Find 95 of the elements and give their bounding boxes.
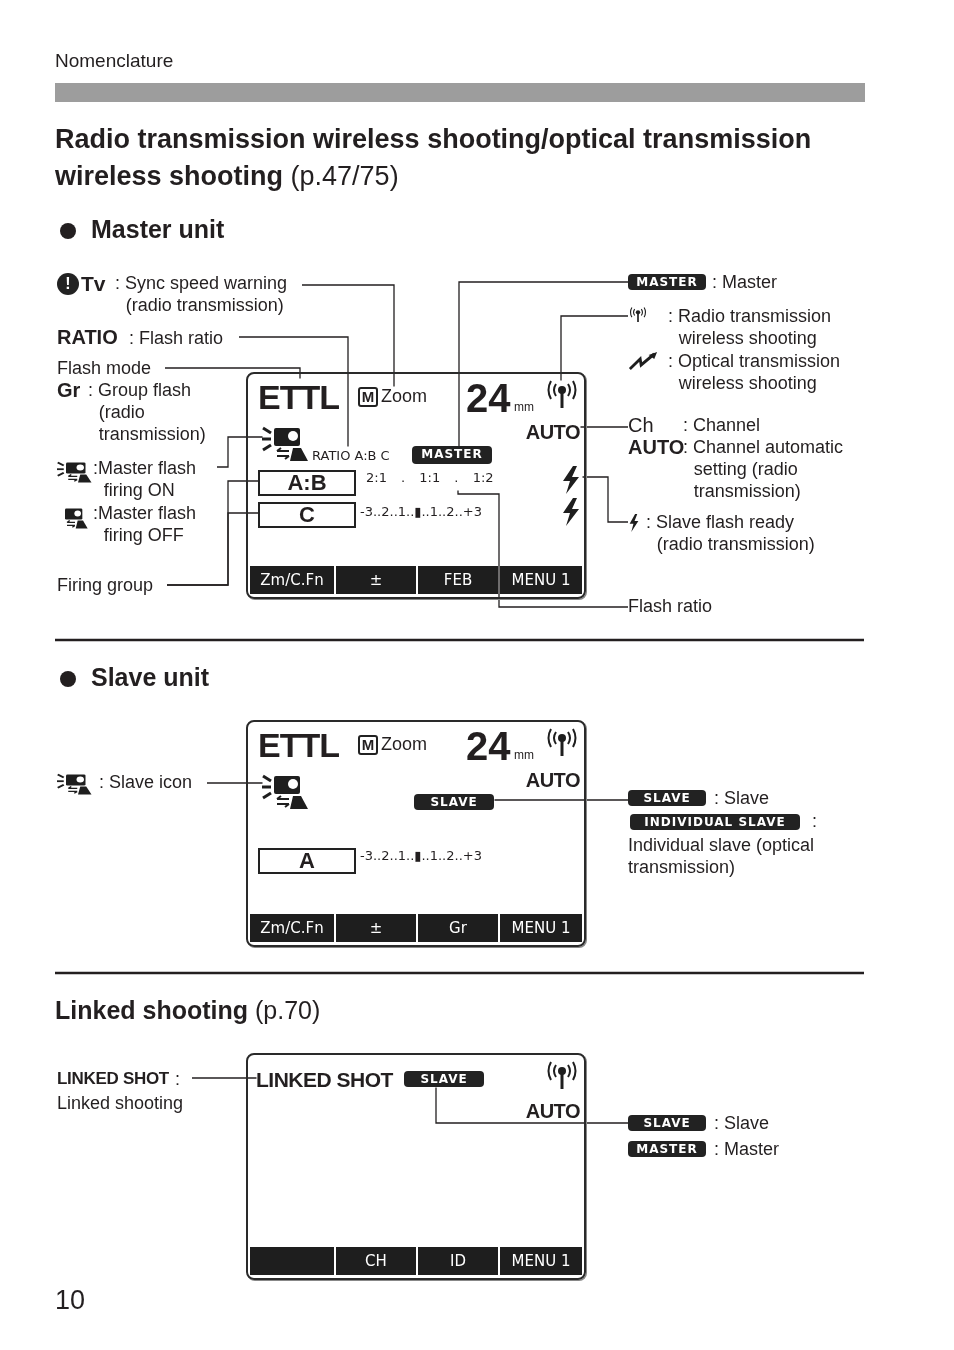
- soft-key: ID: [418, 1247, 498, 1275]
- symbol-text: AUTO: [628, 436, 682, 458]
- leader-line: [238, 336, 349, 448]
- leader-line: [216, 436, 264, 468]
- callout-text: Individual slave (optical transmission): [628, 834, 816, 878]
- firing-group-field: A: [258, 848, 356, 874]
- lcd-text: mm: [514, 400, 535, 414]
- mode-badge: INDIVIDUAL SLAVE: [630, 814, 800, 830]
- lcd-text: -3..2..1..▮..1..2..+3: [360, 846, 556, 868]
- leader-line: [435, 1086, 629, 1124]
- callout-text: : Flash ratio: [129, 327, 225, 349]
- callout-text: : Group flash (radio transmission): [88, 379, 207, 445]
- lcd-screen: [246, 1053, 586, 1280]
- soft-key: MENU 1: [500, 1247, 582, 1275]
- callout-text: : Master: [714, 1138, 780, 1160]
- leader-line: [493, 799, 629, 801]
- callout-text: : Channel automatic setting (radio transmission): [683, 436, 845, 502]
- soft-key: [250, 1247, 334, 1275]
- page-title: Radio transmission wireless shooting/optical transmission wireless shooting (p.47/75): [55, 123, 813, 193]
- soft-key: Gr: [418, 914, 498, 942]
- soft-key: ±: [336, 566, 416, 594]
- callout-text: : Slave flash ready (radio transmission): [646, 511, 816, 555]
- callout-text: : Channel: [683, 414, 762, 436]
- callout-text: : Slave icon: [99, 771, 194, 793]
- lightning-icon: [560, 466, 582, 494]
- lcd-text: 24: [466, 726, 512, 766]
- leader-line: [458, 281, 629, 448]
- leader-line: [191, 1077, 258, 1079]
- lcd-text: -3..2..1..▮..1..2..+3: [360, 502, 556, 524]
- leader-line: [206, 782, 264, 784]
- section-heading: Linked shooting (p.70): [55, 995, 322, 1025]
- zoom-mode-symbol: M: [358, 387, 378, 407]
- mode-badge: SLAVE: [414, 794, 494, 810]
- lcd-text: AUTO: [518, 418, 580, 446]
- callout-text: :Master flash firing OFF: [93, 502, 198, 546]
- mode-badge: SLAVE: [628, 1115, 706, 1131]
- section-heading: Slave unit: [91, 662, 211, 692]
- callout-text: Flash mode: [57, 357, 165, 379]
- mode-badge: MASTER: [628, 1141, 706, 1157]
- callout-text: : Master: [712, 271, 778, 293]
- soft-key: Zm/C.Fn: [250, 914, 334, 942]
- lcd-text: ETTL: [258, 726, 348, 764]
- lcd-screen: [246, 372, 586, 599]
- symbol-text: Gr: [57, 379, 82, 401]
- warning-symbol: !: [57, 273, 79, 295]
- lcd-text: Zoom: [381, 733, 428, 756]
- leader-line: [164, 367, 301, 380]
- firing-group-field: C: [258, 502, 356, 528]
- callout-text: : Slave: [714, 1112, 771, 1134]
- lcd-text: AUTO: [518, 1097, 580, 1125]
- callout-text: : Sync speed warning (radio transmission): [115, 272, 289, 316]
- callout-text: :: [175, 1068, 181, 1090]
- soft-key: ±: [336, 914, 416, 942]
- soft-key: MENU 1: [500, 566, 582, 594]
- lcd-text: AUTO: [518, 766, 580, 794]
- leader-line: [579, 426, 629, 428]
- mode-badge: SLAVE: [404, 1071, 484, 1087]
- symbol-text: LINKED SHOT: [57, 1068, 170, 1090]
- callout-text: :Master flash firing ON: [93, 457, 198, 501]
- symbol-text: Ch: [628, 414, 655, 436]
- symbol-text: Tv: [81, 272, 107, 296]
- mode-badge: SLAVE: [628, 790, 706, 806]
- soft-key: FEB: [418, 566, 498, 594]
- callout-text: : Optical transmission wireless shooting: [668, 350, 842, 394]
- leader-line: [457, 489, 629, 608]
- callout-text: : Radio transmission wireless shooting: [668, 305, 833, 349]
- lcd-screen: [246, 720, 586, 947]
- symbol-text: RATIO: [57, 326, 119, 348]
- callout-text: Flash ratio: [628, 595, 728, 617]
- section-heading: Master unit: [91, 214, 226, 244]
- leader-line: [166, 512, 260, 586]
- lcd-text: ETTL: [258, 378, 348, 416]
- soft-key: CH: [336, 1247, 416, 1275]
- lcd-text: RATIO A:B C: [312, 446, 412, 464]
- callout-text: :: [812, 810, 818, 832]
- lcd-text: Zoom: [381, 385, 428, 408]
- callout-text: Firing group: [57, 574, 167, 596]
- leader-line: [581, 476, 629, 523]
- soft-key: MENU 1: [500, 914, 582, 942]
- page-header: Nomenclature: [55, 50, 175, 72]
- leader-line: [560, 315, 629, 382]
- lcd-text: mm: [514, 748, 535, 762]
- lcd-text: 24: [466, 378, 512, 418]
- soft-key: Zm/C.Fn: [250, 566, 334, 594]
- page-number: 10: [55, 1285, 87, 1315]
- zoom-mode-symbol: M: [358, 735, 378, 755]
- firing-group-field: A:B: [258, 470, 356, 496]
- callout-text: : Slave: [714, 787, 771, 809]
- lcd-text: 2:1 . 1:1 . 1:2: [366, 468, 546, 490]
- lightning-icon: [560, 498, 582, 526]
- mode-badge: MASTER: [412, 446, 492, 464]
- mode-badge: MASTER: [628, 274, 706, 290]
- lcd-text: LINKED SHOT: [256, 1065, 400, 1095]
- callout-text: Linked shooting: [57, 1092, 185, 1114]
- leader-line: [301, 284, 395, 388]
